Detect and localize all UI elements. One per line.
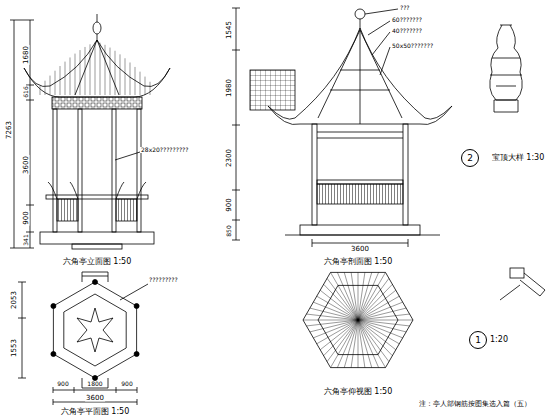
- drawing-label: ?????????: [148, 277, 179, 283]
- drawing-label: 50x50???????: [391, 43, 434, 49]
- drawing-label: 注：亭人部钢筋按图集选入篇（五）: [418, 401, 532, 408]
- dimension: 1553: [11, 338, 18, 358]
- drawing-label: 3600: [85, 395, 105, 402]
- dimension: 7263: [6, 120, 13, 140]
- dimension: 616: [23, 85, 29, 98]
- drawing-label: 六角亭立面图 1:50: [62, 258, 133, 266]
- drawing-label: 28x20?????????: [140, 147, 189, 153]
- dimension: 900: [23, 210, 30, 225]
- callout-number: 2: [467, 154, 473, 163]
- drawing-label: 900: [56, 381, 69, 387]
- plan: [18, 272, 148, 405]
- callout-circle: 2: [461, 149, 479, 167]
- drawing-label: 900: [120, 381, 133, 387]
- elevation: [10, 14, 170, 249]
- drawing-label: 60???????: [391, 17, 423, 23]
- drawing-label: 宝顶大样 1:30: [491, 154, 546, 162]
- finial-detail: [490, 25, 523, 112]
- drawing-label: 1:20: [489, 336, 509, 344]
- section: [232, 8, 452, 247]
- dimension: 341: [23, 233, 29, 246]
- dimension: 2300: [226, 148, 233, 168]
- callout-number: 1: [475, 336, 481, 345]
- drawing-label: ???: [399, 5, 411, 11]
- drawing-label: 40???????: [391, 28, 423, 34]
- dimension: 1680: [23, 45, 30, 65]
- callout-circle: 1: [469, 331, 487, 349]
- dimension: 1980: [226, 78, 233, 98]
- drawing-label: 六角亭平面图 1:50: [60, 408, 131, 416]
- dimension: 1545: [226, 20, 233, 40]
- drawing-label: 3600: [350, 246, 370, 253]
- joint-detail: [500, 268, 545, 300]
- dimension: 3600: [23, 155, 30, 175]
- drawing-label: 1800: [86, 381, 103, 387]
- drawing-label: 六角亭剖面图 1:50: [323, 258, 394, 266]
- underside-view: [303, 272, 413, 367]
- drawing-label: 六角亭仰视图 1:50: [323, 388, 394, 396]
- dimension: 2053: [11, 290, 18, 310]
- dimension: 850: [226, 224, 232, 237]
- dimension: 900: [226, 197, 233, 212]
